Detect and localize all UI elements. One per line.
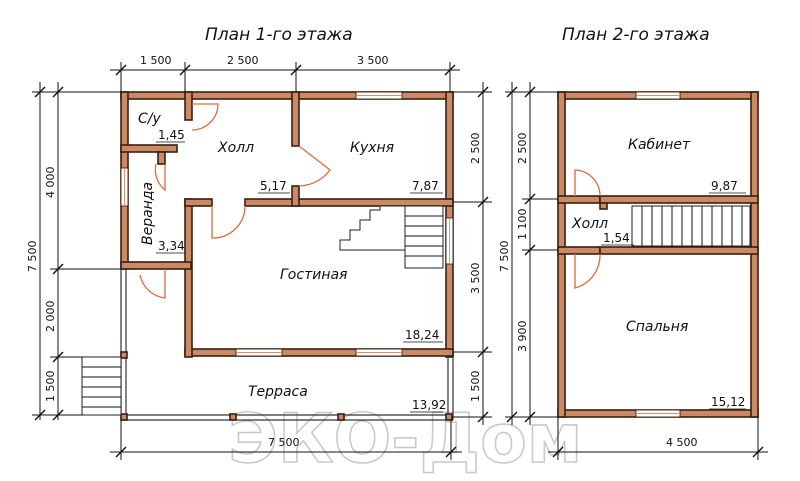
wall-hall-living-stub [184,198,213,207]
dims-floor1-left: 7 500 4 000 2 000 1 500 [26,82,121,421]
room-su-name: С/у [138,111,161,127]
f2-dim-left-1: 2 500 [516,133,529,165]
wall-su-right [184,91,193,121]
room-terrace-name: Терраса [248,384,308,400]
room-kitchen-area: 7,87 [412,179,439,193]
dims-floor2-left: 7 500 2 500 1 100 3 900 [498,82,558,425]
dim-right-3: 1 500 [469,371,482,403]
wall-veranda-bottom [120,261,192,270]
floor2-title: План 2-го этажа [562,25,710,45]
floor1-plan: С/у 1,45 Холл 5,17 Кухня 7,87 Веранда 3,… [26,54,492,460]
f2-dim-left-total: 7 500 [498,241,511,273]
room-hall2-area: 1,54 [603,231,630,245]
dim-right-1: 2 500 [469,133,482,165]
windows-floor2 [635,91,681,418]
stairs-floor1 [339,205,444,269]
dims-floor1-bottom: 7 500 [110,420,462,460]
f2-dim-left-3: 3 900 [516,321,529,353]
wall-hall-kitchen-lower [291,185,300,207]
dim-left-total: 7 500 [26,241,39,273]
wall-kitchen-living [244,198,454,207]
room-bedroom-name: Спальня [626,319,688,335]
room-veranda-name: Веранда [140,182,156,245]
f2-wall-stub [599,202,608,210]
wall-living-left [184,198,193,358]
room-veranda-area: 3,34 [158,239,185,253]
doors-floor1 [139,103,331,299]
dims-floor1-top: 1 500 2 500 3 500 [110,54,460,92]
dim-left-1: 4 000 [44,167,57,199]
room-bedroom-area: 15,12 [711,395,745,409]
dims-floor1-right: 2 500 3 500 1 500 [453,82,492,425]
room-terrace-area: 13,92 [412,398,446,412]
terrace [81,269,454,421]
dim-left-3: 1 500 [44,371,57,403]
room-living-name: Гостиная [280,267,347,283]
dim-left-2: 2 000 [44,301,57,333]
room-office-name: Кабинет [628,137,691,153]
dims-floor2-bottom: 4 500 [548,417,768,460]
f2-dim-left-2: 1 100 [516,209,529,241]
stairs-floor2 [631,205,751,247]
windows-floor1 [120,91,454,357]
floor1-title: План 1-го этажа [205,25,353,45]
doors-floor2 [574,169,601,289]
watermark: ЭКО-Дом [228,400,582,479]
wall-su-bottom [120,144,178,153]
dim-right-2: 3 500 [469,263,482,295]
room-hall2-name: Холл [571,216,608,232]
room-kitchen-name: Кухня [350,140,394,156]
f2-wall-office-stairs [599,195,759,204]
dim-top-3: 3 500 [357,54,389,67]
dim-top-2: 2 500 [227,54,259,67]
floor2-plan: Кабинет 9,87 Холл 1,54 Спальня 15,12 7 5… [498,82,768,460]
f2-wall-office-hall [557,195,601,204]
wall-veranda-stub [157,151,166,165]
room-hall1-area: 5,17 [260,179,287,193]
wall-top [120,91,454,100]
dim-top-1: 1 500 [140,54,172,67]
dim-bottom: 7 500 [268,436,300,449]
room-office-area: 9,87 [711,179,738,193]
wall-hall-kitchen-upper [291,91,300,147]
room-hall1-name: Холл [217,140,254,156]
wall-living-bottom [184,348,454,357]
f2-wall-hall-bedroom-right [599,246,759,255]
room-living-area: 18,24 [405,328,439,342]
f2-wall-hall-bedroom-left [557,246,601,255]
room-su-area: 1,45 [158,128,185,142]
f2-dim-bottom: 4 500 [666,436,698,449]
